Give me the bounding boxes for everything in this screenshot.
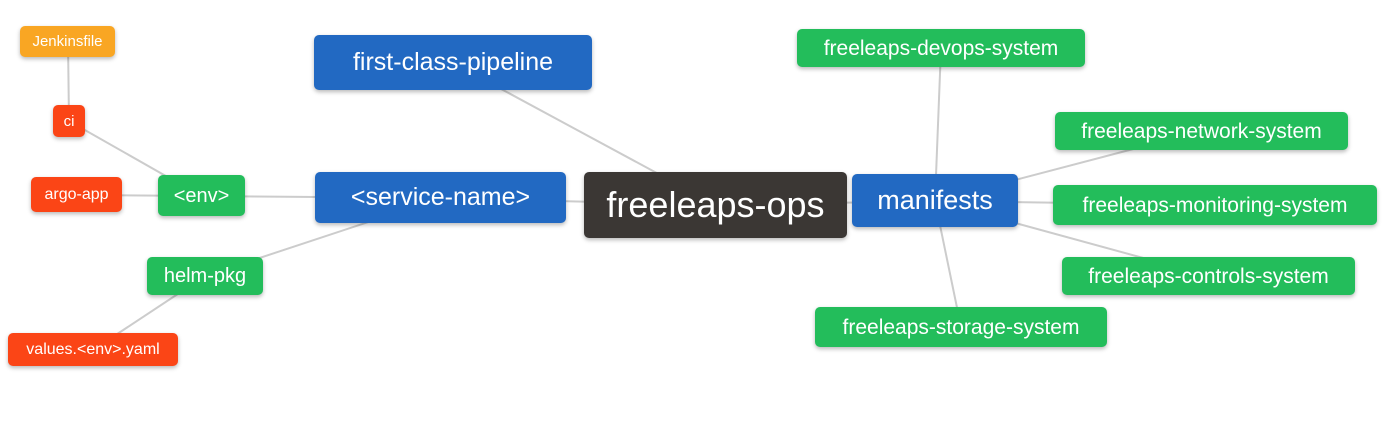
node-env[interactable]: <env>	[158, 175, 245, 216]
node-freeleaps-ops-root[interactable]: freeleaps-ops	[584, 172, 847, 238]
node-freeleaps-monitoring-system[interactable]: freeleaps-monitoring-system	[1053, 185, 1377, 225]
node-first-class-pipeline[interactable]: first-class-pipeline	[314, 35, 592, 90]
node-freeleaps-storage-system[interactable]: freeleaps-storage-system	[815, 307, 1107, 347]
node-ci[interactable]: ci	[53, 105, 85, 137]
node-freeleaps-network-system[interactable]: freeleaps-network-system	[1055, 112, 1348, 150]
node-values-env-yaml[interactable]: values.<env>.yaml	[8, 333, 178, 366]
node-helm-pkg[interactable]: helm-pkg	[147, 257, 263, 295]
node-freeleaps-controls-system[interactable]: freeleaps-controls-system	[1062, 257, 1355, 295]
node-freeleaps-devops-system[interactable]: freeleaps-devops-system	[797, 29, 1085, 67]
node-manifests[interactable]: manifests	[852, 174, 1018, 227]
node-jenkinsfile[interactable]: Jenkinsfile	[20, 26, 115, 57]
node-service-name[interactable]: <service-name>	[315, 172, 566, 223]
node-argo-app[interactable]: argo-app	[31, 177, 122, 212]
